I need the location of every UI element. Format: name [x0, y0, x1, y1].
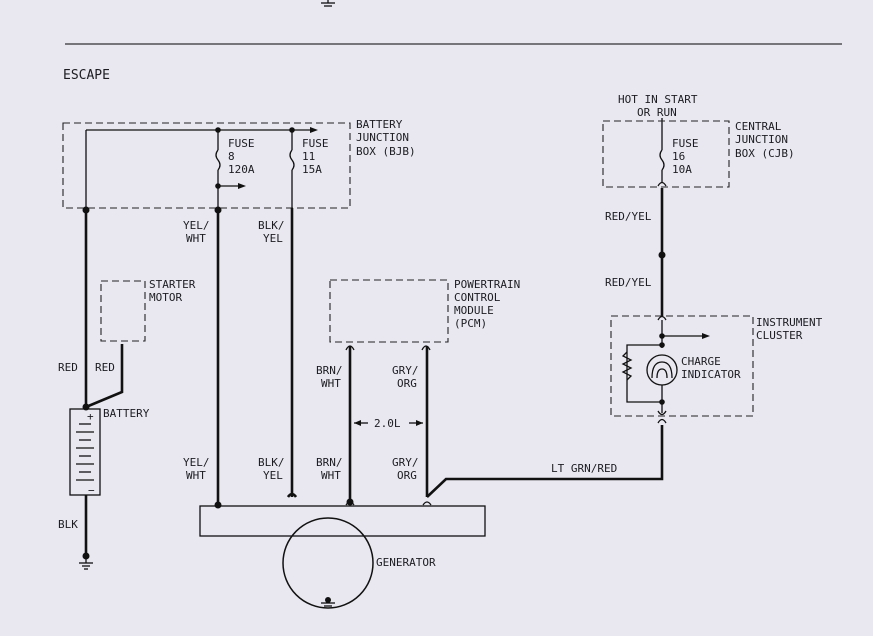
label-yel-wht-bot-a: YEL/ — [183, 456, 210, 469]
starter-label-2: MOTOR — [149, 291, 182, 304]
label-gry-org-top-b: ORG — [397, 377, 417, 390]
label-red-yel-1: RED/YEL — [605, 210, 652, 223]
fuse-16-label-1: FUSE — [672, 137, 699, 150]
fuse-16: FUSE 16 10A — [659, 137, 699, 182]
wire-lt-grn-red — [426, 425, 664, 498]
charge-label-1: CHARGE — [681, 355, 721, 368]
pcm-label-2: CONTROL — [454, 291, 501, 304]
label-blk-yel-top-b: YEL — [263, 232, 283, 245]
generator-terminal-block — [199, 505, 486, 537]
generator-ground-symbol — [321, 597, 335, 607]
label-blk: BLK — [58, 518, 78, 531]
cjb-label-2: JUNCTION — [735, 133, 788, 146]
starter-label-1: STARTER — [149, 278, 196, 291]
engine-note: 2.0L — [354, 417, 423, 430]
pcm-label-4: (PCM) — [454, 317, 487, 330]
central-junction-box — [602, 120, 730, 188]
pcm-label-3: MODULE — [454, 304, 494, 317]
instrument-cluster — [610, 315, 754, 417]
hot-label-2: OR RUN — [637, 106, 677, 119]
label-gry-org-bot-a: GRY/ — [392, 456, 419, 469]
label-brn-wht-top-a: BRN/ — [316, 364, 343, 377]
generator-label: GENERATOR — [376, 556, 436, 569]
battery-label: BATTERY — [103, 407, 150, 420]
battery-junction-box — [62, 122, 351, 209]
label-lt-grn-red: LT GRN/RED — [551, 462, 617, 475]
cjb-label-1: CENTRAL — [735, 120, 782, 133]
label-red-1: RED — [58, 361, 78, 374]
cluster-label-1: INSTRUMENT — [756, 316, 823, 329]
battery-ground-symbol — [79, 556, 93, 570]
label-yel-wht-top-a: YEL/ — [183, 219, 210, 232]
powertrain-control-module — [329, 279, 449, 343]
label-brn-wht-bot-b: WHT — [321, 469, 341, 482]
bjb-label-3: BOX (BJB) — [356, 145, 416, 158]
label-gry-org-bot-b: ORG — [397, 469, 417, 482]
label-blk-yel-top-a: BLK/ — [258, 219, 285, 232]
label-blk-yel-bot-a: BLK/ — [258, 456, 285, 469]
fuse-16-label-3: 10A — [672, 163, 692, 176]
fuse-11-label-3: 15A — [302, 163, 322, 176]
label-yel-wht-top-b: WHT — [186, 232, 206, 245]
fuse-8: FUSE 8 120A — [215, 130, 255, 210]
label-blk-yel-bot-b: YEL — [263, 469, 283, 482]
label-yel-wht-bot-b: WHT — [186, 469, 206, 482]
label-red-yel-2: RED/YEL — [605, 276, 652, 289]
svg-text:+: + — [87, 410, 94, 423]
cluster-label-2: CLUSTER — [756, 329, 803, 342]
wire-red-starter — [85, 344, 124, 409]
fuse-11-label-1: FUSE — [302, 137, 329, 150]
bjb-label-1: BATTERY — [356, 118, 403, 131]
label-brn-wht-bot-a: BRN/ — [316, 456, 343, 469]
charge-indicator-lamp — [646, 354, 678, 386]
label-red-2: RED — [95, 361, 115, 374]
bjb-label-2: JUNCTION — [356, 131, 409, 144]
hot-label-1: HOT IN START — [618, 93, 698, 106]
top-ground-symbol — [321, 0, 335, 7]
label-gry-org-top-a: GRY/ — [392, 364, 419, 377]
engine-note-label: 2.0L — [374, 417, 401, 430]
fuse-8-label-2: 8 — [228, 150, 235, 163]
fuse-11-label-2: 11 — [302, 150, 315, 163]
pcm-label-1: POWERTRAIN — [454, 278, 520, 291]
fuse-11: FUSE 11 15A — [289, 130, 329, 210]
battery: + − BATTERY — [69, 407, 150, 497]
cjb-label-3: BOX (CJB) — [735, 147, 795, 160]
label-brn-wht-top-b: WHT — [321, 377, 341, 390]
fuse-16-label-2: 16 — [672, 150, 685, 163]
diagram-title: ESCAPE — [63, 68, 110, 83]
svg-text:−: − — [88, 484, 95, 497]
fuse-8-label-1: FUSE — [228, 137, 255, 150]
generator — [282, 517, 374, 609]
charge-label-2: INDICATOR — [681, 368, 741, 381]
starter-motor — [100, 280, 146, 342]
fuse-8-label-3: 120A — [228, 163, 255, 176]
